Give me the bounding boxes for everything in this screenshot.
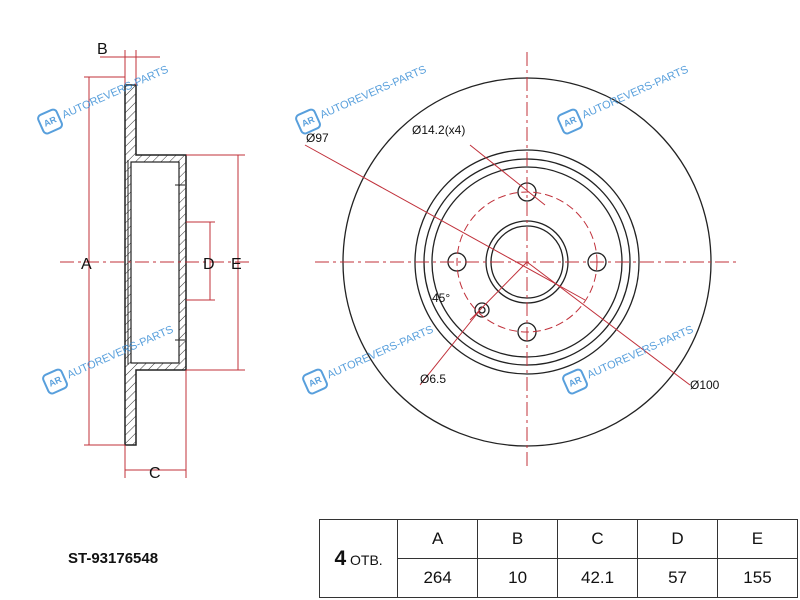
- header-a: A: [397, 519, 479, 559]
- label-c: C: [149, 465, 161, 482]
- dimensions-table: 4 ОТВ. A B C D E 264 10 42.1 57 155: [318, 519, 799, 598]
- bolt-hole: [517, 322, 537, 342]
- label-e: E: [231, 256, 242, 273]
- header-e: E: [716, 519, 799, 559]
- label-a: A: [81, 256, 92, 273]
- label-d97: Ø97: [306, 131, 329, 145]
- value-c: 42.1: [556, 558, 639, 598]
- bolt-hole: [587, 252, 607, 272]
- label-d: D: [203, 256, 215, 273]
- value-d: 57: [637, 558, 718, 598]
- holes-count-cell: 4 ОТВ.: [318, 519, 399, 598]
- value-e: 155: [716, 558, 799, 598]
- dimension-lines: [60, 50, 250, 478]
- value-a: 264: [397, 558, 479, 598]
- side-profile: [124, 84, 187, 446]
- label-d14: Ø14.2(x4): [412, 123, 465, 137]
- value-b: 10: [477, 558, 558, 598]
- header-b: B: [477, 519, 558, 559]
- label-angle: 45°: [432, 291, 450, 305]
- part-number: ST-93176548: [68, 550, 159, 567]
- header-d: D: [637, 519, 718, 559]
- label-d65: Ø6.5: [420, 372, 446, 386]
- header-c: C: [556, 519, 639, 559]
- label-b: B: [97, 41, 108, 58]
- label-d100: Ø100: [690, 378, 720, 392]
